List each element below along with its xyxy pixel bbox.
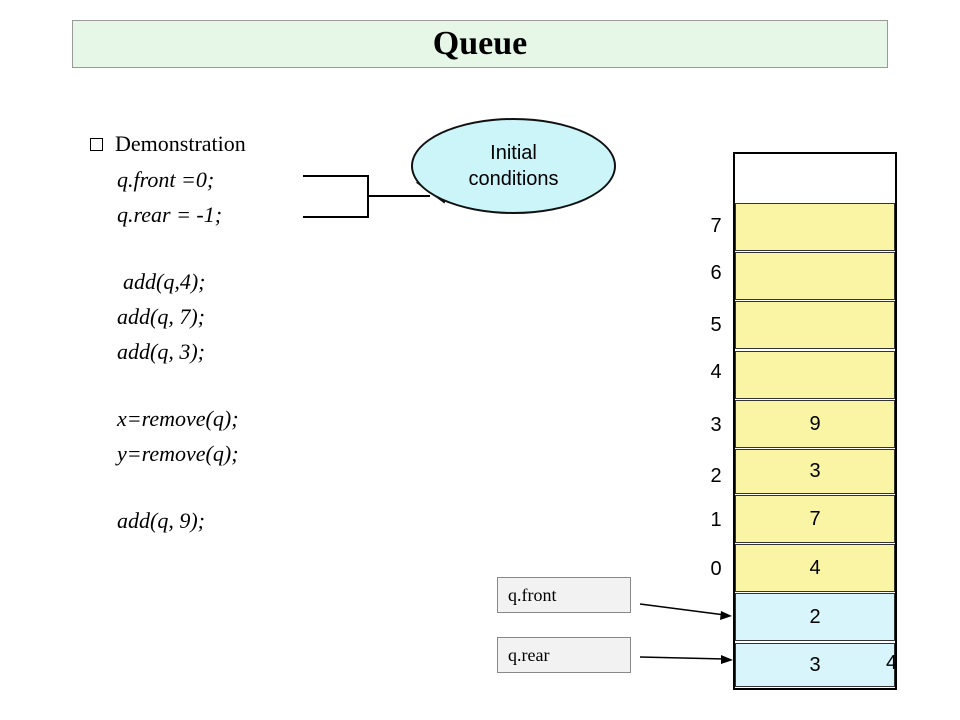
array-index-label: 2 — [710, 465, 722, 487]
rear-pointer-label: q.rear — [497, 637, 631, 673]
array-cell-2: 3 — [735, 449, 895, 494]
code-line: add(q, 7); — [117, 304, 205, 329]
array-cell-4 — [735, 351, 895, 399]
rear-pointer-arrow — [639, 656, 726, 660]
array-cell-0: 4 — [735, 544, 895, 592]
initial-conditions-callout: Initial conditions — [411, 118, 616, 214]
title-bar: Queue — [72, 20, 888, 68]
front-pointer-label: q.front — [497, 577, 631, 613]
front-value-cell: 2 — [735, 593, 895, 641]
array-index-label: 5 — [710, 314, 722, 336]
code-line: y=remove(q); — [117, 441, 239, 466]
bracket-connector — [303, 175, 369, 218]
array-cell-1: 7 — [735, 495, 895, 543]
array-index-label: 7 — [710, 215, 722, 237]
array-index-label: 1 — [710, 509, 722, 531]
rear-side-mark: 4 — [886, 652, 898, 674]
code-line: x=remove(q); — [117, 406, 239, 431]
array-cell-6 — [735, 252, 895, 300]
code-line: add(q, 9); — [117, 508, 205, 533]
demo-heading: Demonstration — [115, 131, 246, 156]
checkbox-bullet-icon — [90, 137, 103, 151]
rear-arrowhead-icon — [721, 655, 733, 664]
array-index-label: 0 — [710, 558, 722, 580]
array-cell-7 — [735, 203, 895, 251]
code-line: add(q, 3); — [117, 339, 205, 364]
rear-value-cell: 3 — [735, 643, 895, 687]
demo-code-block: Demonstration q.front =0; q.rear = -1; a… — [88, 126, 418, 538]
callout-text: Initial conditions — [468, 142, 559, 190]
array-index-label: 6 — [710, 262, 722, 284]
array-cell-5 — [735, 301, 895, 349]
array-index-label: 3 — [710, 414, 722, 436]
array-index-label: 4 — [710, 361, 722, 383]
array-cell-3: 9 — [735, 400, 895, 448]
front-arrowhead-icon — [720, 611, 732, 620]
code-line: add(q,4); — [123, 269, 206, 294]
front-pointer-arrow — [639, 603, 726, 616]
code-line: q.rear = -1; — [117, 202, 223, 227]
page-title: Queue — [432, 25, 528, 62]
code-line: q.front =0; — [117, 167, 215, 192]
demo-heading-row: Demonstration — [88, 126, 418, 162]
